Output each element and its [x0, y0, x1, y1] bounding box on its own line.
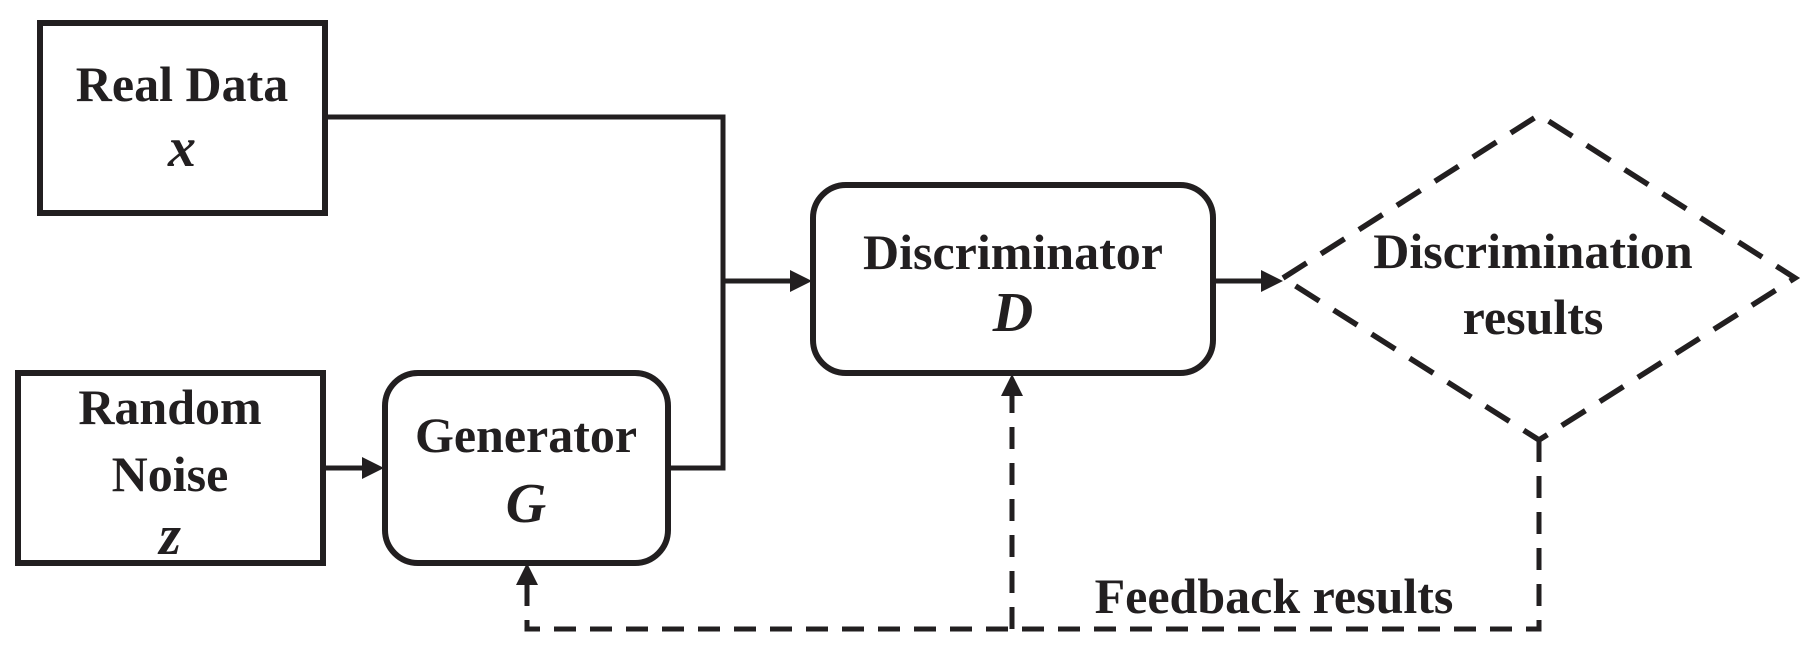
- connector-layer: [15, 20, 1801, 632]
- discriminator-box: [810, 182, 1216, 376]
- arrowhead-into-generator-left: [362, 457, 384, 479]
- edge-real-data-generator-junction: [325, 114, 726, 471]
- discrimination-results-diamond: [1277, 111, 1801, 444]
- random-noise-label-line2: Noise: [112, 446, 229, 502]
- generator-label: Generator: [415, 407, 637, 463]
- discrimination-results-label-line1: Discrimination: [1373, 223, 1693, 279]
- arrowhead-layer: [362, 270, 1283, 585]
- real-data-box: [37, 20, 328, 216]
- discriminator-label: Discriminator: [863, 224, 1163, 280]
- text-layer: Real Data x Random Noise z Generator G D…: [76, 56, 1693, 624]
- feedback-results-label: Feedback results: [1095, 568, 1454, 624]
- discrimination-results-label-line2: results: [1463, 289, 1604, 345]
- discriminator-symbol: D: [992, 282, 1033, 344]
- random-noise-label-line1: Random: [78, 379, 261, 435]
- real-data-symbol: x: [167, 117, 196, 179]
- arrowhead-into-discriminator-left: [790, 270, 812, 292]
- arrowhead-feedback-into-generator: [516, 563, 538, 585]
- arrowhead-feedback-into-discriminator: [1001, 374, 1023, 396]
- generator-box: [382, 370, 671, 566]
- real-data-label: Real Data: [76, 56, 288, 112]
- generator-symbol: G: [506, 473, 546, 535]
- arrowhead-into-results-diamond: [1261, 270, 1283, 292]
- random-noise-symbol: z: [157, 505, 181, 567]
- random-noise-box: [15, 370, 326, 566]
- edge-feedback-dashed: [524, 440, 1542, 632]
